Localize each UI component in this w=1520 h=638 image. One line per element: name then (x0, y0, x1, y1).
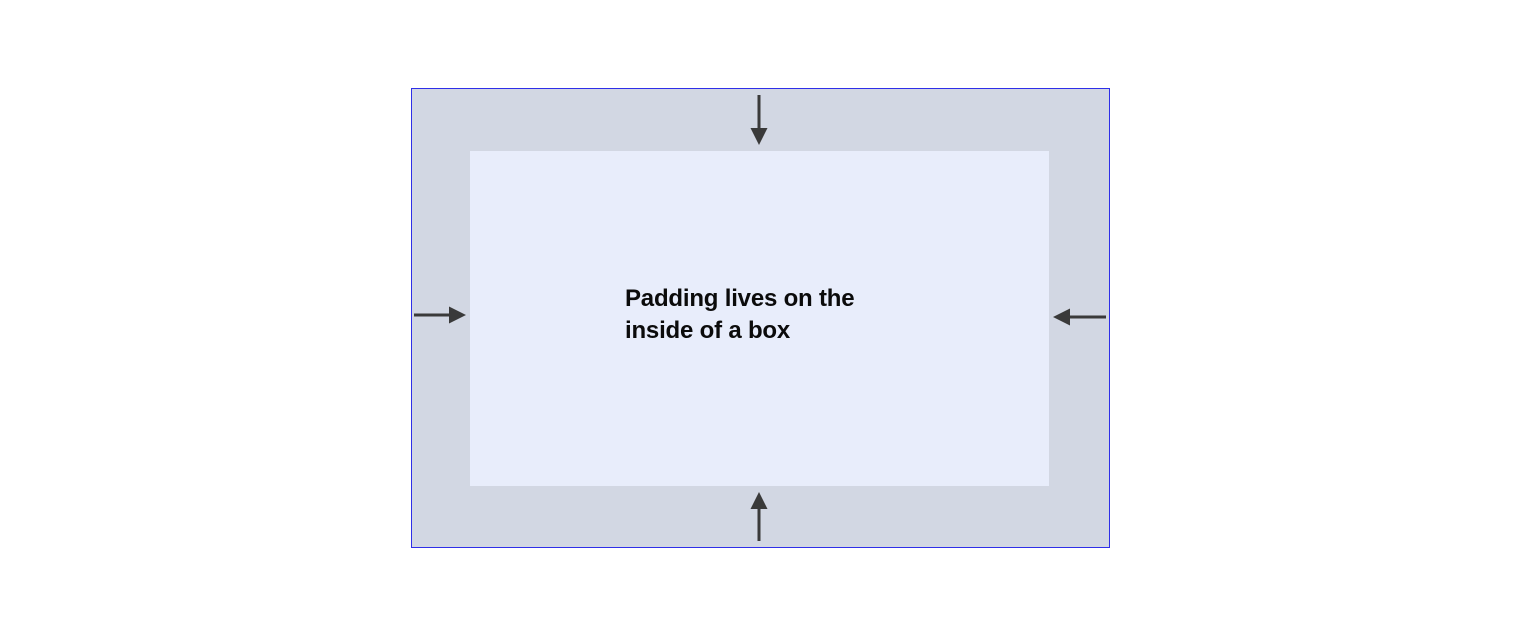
content-region-label: Padding lives on the inside of a box (625, 285, 855, 344)
content-region-box: Padding lives on the inside of a box (470, 151, 1049, 486)
